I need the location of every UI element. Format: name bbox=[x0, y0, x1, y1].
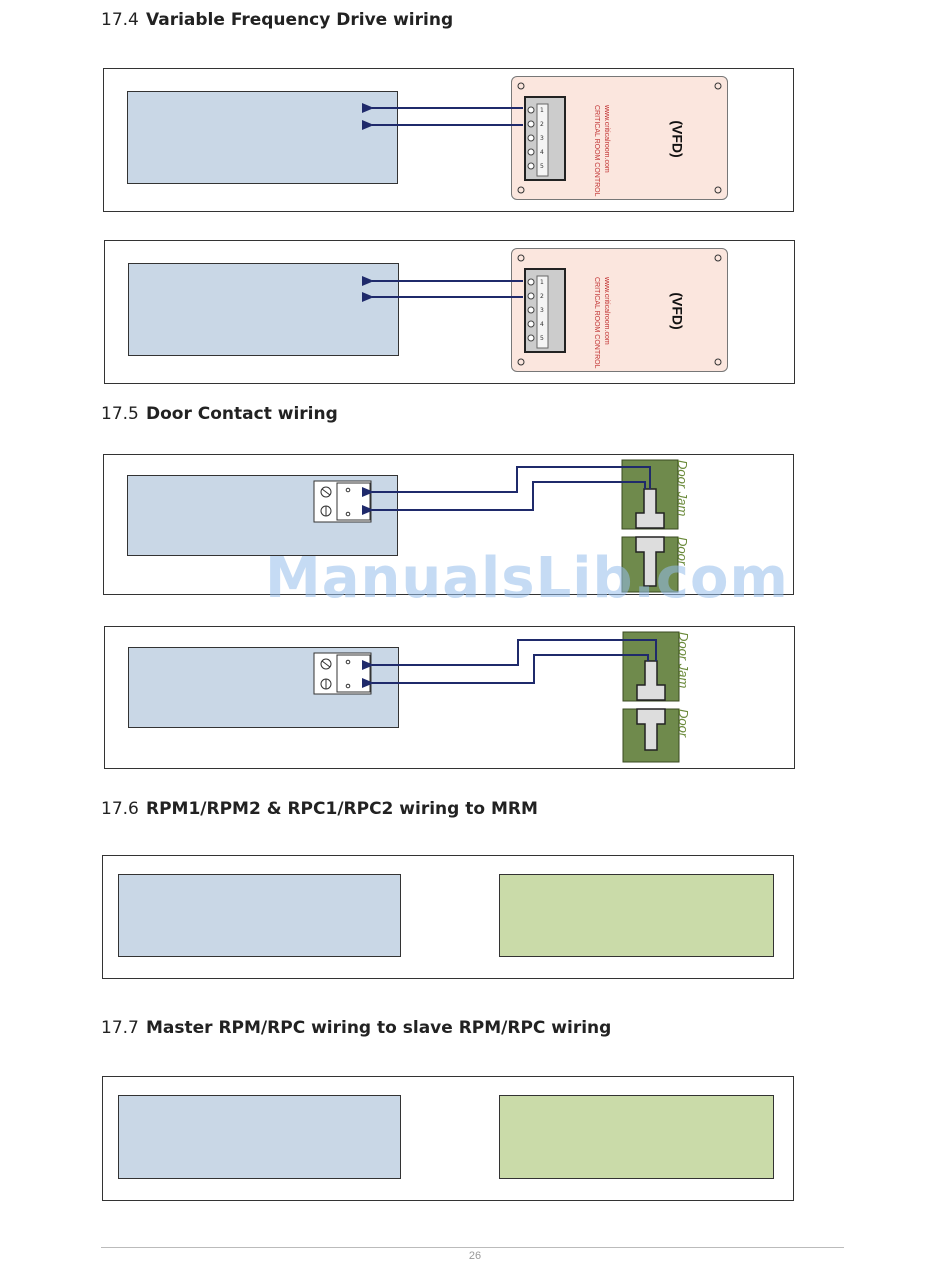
svg-text:4: 4 bbox=[540, 149, 544, 156]
vfd-diagram-1: 1 2 3 4 5 www.criticalroom.com CRITICAL … bbox=[103, 68, 794, 212]
vfd-unit: 1 2 3 4 5 www.criticalroom.com CRITICAL … bbox=[511, 76, 728, 200]
vfd-wires-2 bbox=[362, 276, 523, 302]
svg-text:3: 3 bbox=[540, 135, 544, 142]
rpm-mrm-diagram bbox=[102, 855, 794, 979]
door-jam-label: Door Jam bbox=[676, 632, 691, 689]
svg-text:3: 3 bbox=[540, 307, 544, 314]
door-contact-2 bbox=[313, 631, 680, 763]
section-title: RPM1/RPM2 & RPC1/RPC2 wiring to MRM bbox=[146, 799, 538, 819]
watermark: ManualsLib.com bbox=[265, 546, 789, 611]
rpm-panel bbox=[118, 874, 401, 957]
section-title: Variable Frequency Drive wiring bbox=[146, 10, 454, 30]
section-heading-17-5: 17.5 Door Contact wiring bbox=[101, 404, 338, 424]
master-slave-diagram bbox=[102, 1076, 794, 1201]
section-heading-17-7: 17.7 Master RPM/RPC wiring to slave RPM/R… bbox=[101, 1018, 611, 1038]
svg-text:5: 5 bbox=[540, 163, 544, 170]
door-contact-diagram-2 bbox=[104, 626, 795, 769]
section-title: Master RPM/RPC wiring to slave RPM/RPC w… bbox=[146, 1018, 612, 1038]
door-jam-label: Door Jam bbox=[675, 460, 690, 517]
master-panel bbox=[118, 1095, 401, 1179]
svg-text:1: 1 bbox=[540, 107, 544, 114]
door-contact-1 bbox=[313, 459, 679, 593]
page-number: 26 bbox=[468, 1250, 482, 1262]
section-heading-17-6: 17.6 RPM1/RPM2 & RPC1/RPC2 wiring to MRM bbox=[101, 799, 538, 819]
svg-text:2: 2 bbox=[540, 293, 544, 300]
section-number: 17.6 bbox=[101, 799, 139, 819]
section-heading-17-4: 17.4 Variable Frequency Drive wiring bbox=[101, 10, 453, 30]
svg-text:2: 2 bbox=[540, 121, 544, 128]
door-label: Door bbox=[676, 709, 691, 738]
section-title: Door Contact wiring bbox=[146, 404, 338, 424]
svg-text:1: 1 bbox=[540, 279, 544, 286]
section-number: 17.4 bbox=[101, 10, 139, 30]
section-number: 17.5 bbox=[101, 404, 139, 424]
vfd-unit: 1 2 3 4 5 www.criticalroom.com CRITICAL … bbox=[511, 248, 728, 372]
svg-text:5: 5 bbox=[540, 335, 544, 342]
mrm-panel bbox=[499, 874, 774, 957]
vfd-wires-1 bbox=[362, 103, 523, 130]
slave-panel bbox=[499, 1095, 774, 1179]
section-number: 17.7 bbox=[101, 1018, 139, 1038]
controller-panel bbox=[128, 263, 399, 356]
controller-panel bbox=[127, 91, 398, 184]
svg-text:4: 4 bbox=[540, 321, 544, 328]
vfd-terminal-block: 1 2 3 4 5 bbox=[517, 82, 722, 194]
vfd-diagram-2: 1 2 3 4 5 www.criticalroom.com CRITICAL … bbox=[104, 240, 795, 384]
vfd-terminal-block: 1 2 3 4 5 bbox=[517, 254, 722, 366]
footer-rule bbox=[101, 1247, 844, 1248]
